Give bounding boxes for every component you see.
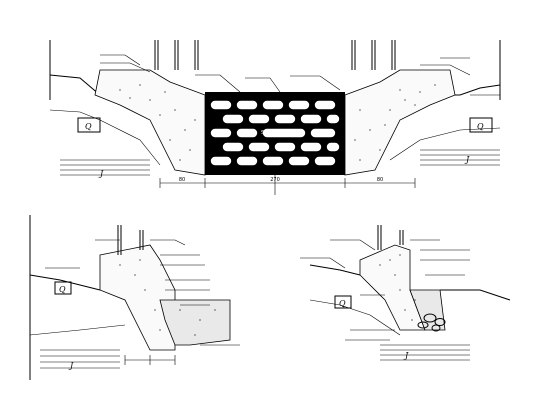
center-block-label: SL·B·C·N·W — [261, 130, 289, 136]
vertical-posts-left — [154, 40, 199, 70]
br-soil-symbol: Q — [339, 299, 346, 308]
top-slab — [205, 92, 345, 95]
dim-center: 270 — [270, 177, 280, 183]
br-ground-line — [309, 264, 361, 276]
dim-left: 80 — [179, 177, 185, 183]
bl-embankment — [99, 244, 176, 351]
left-soil-symbol-box — [77, 117, 101, 133]
soil-layers-top — [49, 109, 501, 176]
br-rubble — [417, 313, 446, 332]
br-leaders — [300, 239, 470, 341]
right-stipple — [354, 84, 436, 161]
right-soil-symbol: Q — [477, 122, 484, 131]
bottom-right-section: Q J — [300, 225, 511, 361]
right-embankment — [344, 69, 456, 176]
left-lower-symbol: J — [98, 169, 104, 178]
bl-soil-layers — [29, 324, 126, 369]
bl-soil-symbol: Q — [59, 285, 66, 294]
bl-lower-symbol: J — [68, 361, 74, 370]
br-soil-layers — [309, 299, 470, 361]
br-stipple — [379, 254, 416, 321]
stone-pattern — [209, 99, 341, 167]
right-soil-symbol-box — [469, 117, 493, 133]
bl-fill — [159, 299, 231, 346]
left-stipple — [119, 84, 196, 161]
dim-right: 80 — [377, 177, 383, 183]
br-embankment — [359, 244, 426, 331]
top-main-section: SL·B·C·N·W — [49, 40, 501, 195]
br-soil-box — [334, 295, 352, 309]
br-lower-symbol: J — [403, 351, 409, 360]
bl-leaders — [45, 239, 240, 346]
right-lower-symbol: J — [464, 155, 470, 164]
bl-stipple — [119, 259, 216, 336]
br-posts — [377, 225, 404, 250]
bl-dimension — [124, 355, 176, 365]
left-soil-symbol: Q — [85, 122, 92, 131]
left-embankment — [94, 69, 206, 176]
br-right-ground — [440, 289, 511, 301]
bottom-dimension — [159, 175, 416, 195]
vertical-posts-right — [351, 40, 396, 70]
bl-soil-box — [54, 281, 72, 295]
leader-lines-top — [100, 54, 500, 96]
bottom-left-section: Q J — [29, 215, 240, 380]
